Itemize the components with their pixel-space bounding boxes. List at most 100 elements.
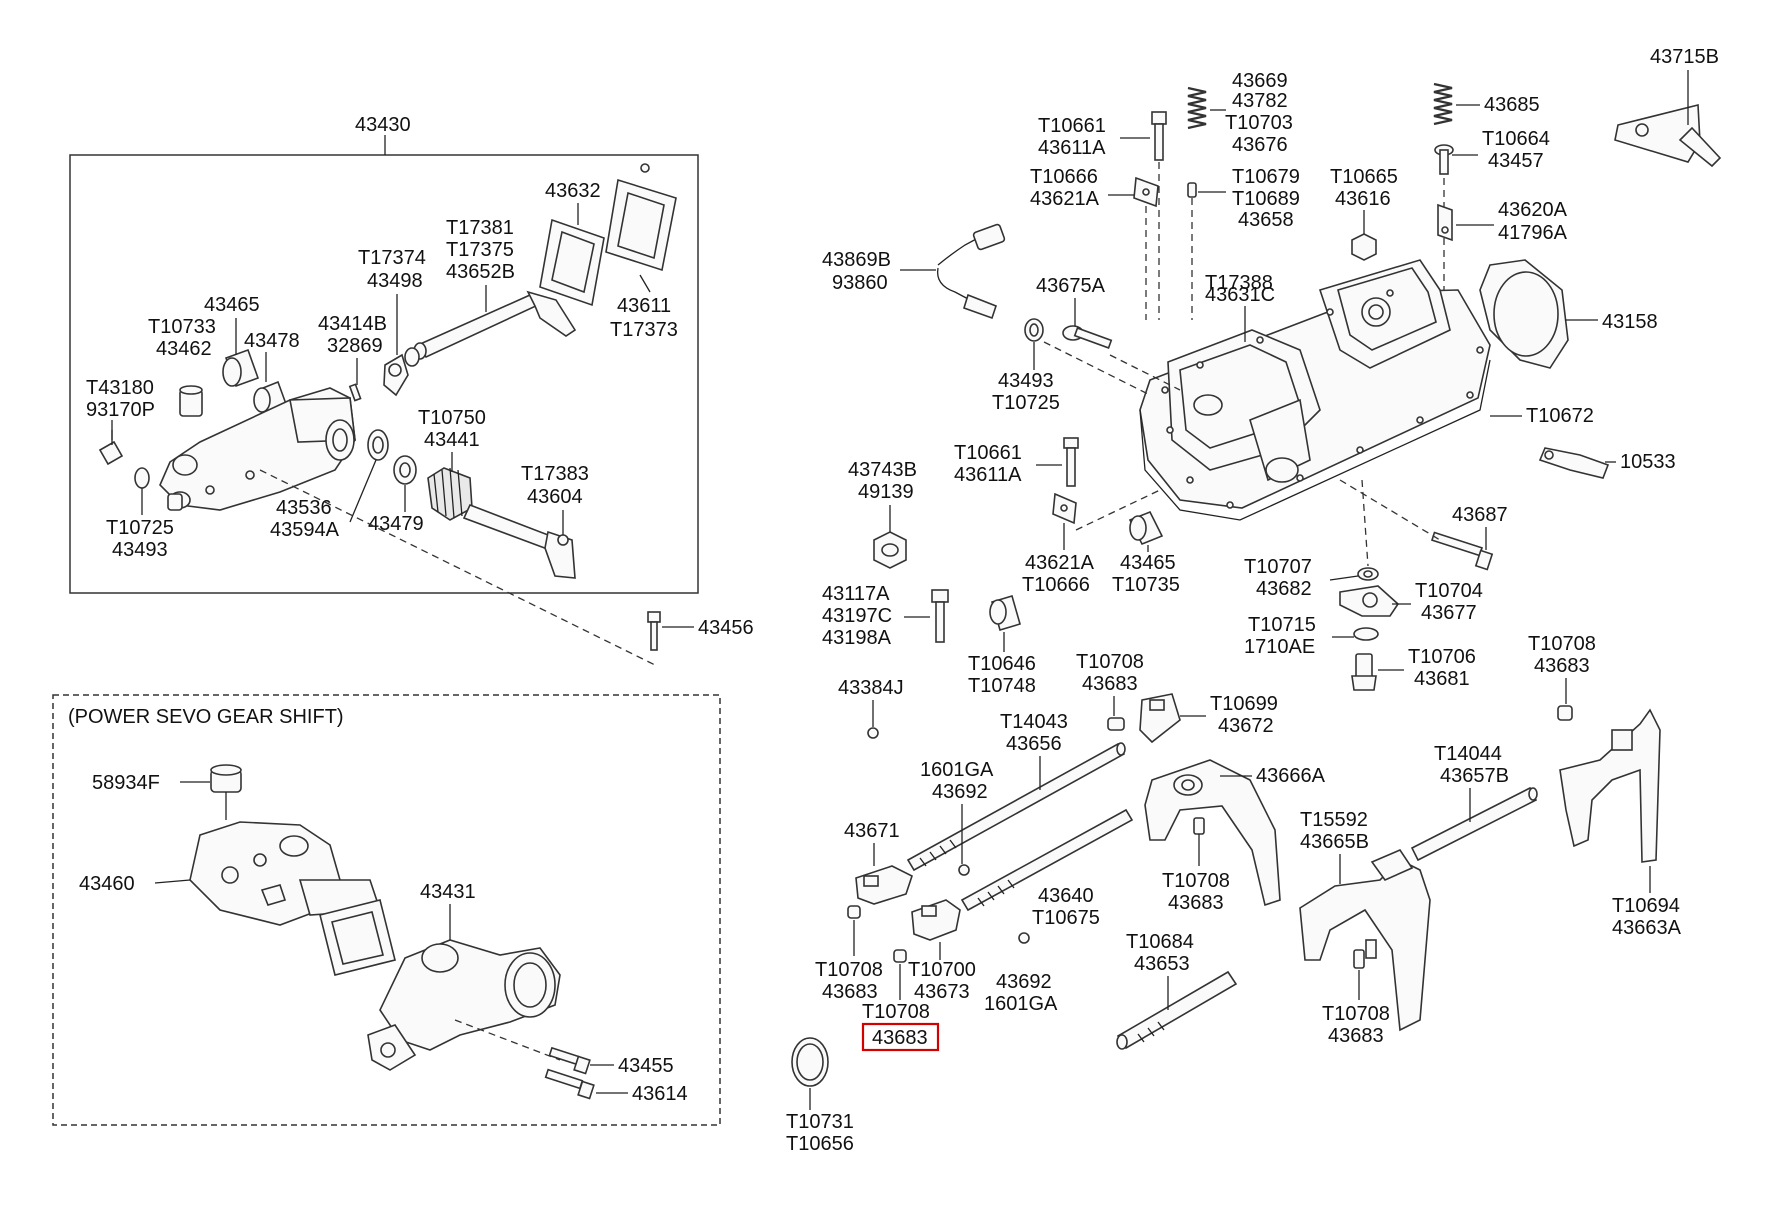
part-label-43683-d[interactable]: 43683 <box>1328 1025 1384 1047</box>
part-label-43594A[interactable]: 43594A <box>270 519 340 541</box>
block-43673[interactable] <box>911 899 961 941</box>
part-label-43197C[interactable]: 43197C <box>822 605 892 627</box>
part-label-43683-highlighted[interactable]: 43683 <box>872 1027 928 1049</box>
part-label-T14044[interactable]: T14044 <box>1434 743 1502 765</box>
spring-43676[interactable] <box>1187 86 1207 130</box>
part-label-43414B[interactable]: 43414B <box>318 313 387 335</box>
part-label-43631C[interactable]: 43631C <box>1205 284 1275 306</box>
fork-43665B[interactable] <box>1299 849 1431 1032</box>
seal-43594A[interactable] <box>367 429 389 461</box>
part-label-43715B[interactable]: 43715B <box>1650 46 1719 68</box>
part-label-T10733[interactable]: T10733 <box>148 316 216 338</box>
part-label-T10715[interactable]: T10715 <box>1248 614 1316 636</box>
part-label-T17383[interactable]: T17383 <box>521 463 589 485</box>
nut-43616[interactable] <box>1351 233 1377 261</box>
part-label-T10750[interactable]: T10750 <box>418 407 486 429</box>
bolt-43675A[interactable] <box>1062 325 1113 349</box>
part-label-T10708-d[interactable]: T10708 <box>1322 1003 1390 1025</box>
cover-43158[interactable] <box>1479 259 1569 369</box>
part-label-T17374[interactable]: T17374 <box>358 247 426 269</box>
bolt-43611A-second[interactable] <box>1063 437 1079 487</box>
part-label-43685[interactable]: 43685 <box>1484 94 1540 116</box>
part-label-43493[interactable]: 43493 <box>112 539 168 561</box>
bolt-43611A[interactable] <box>1151 111 1167 161</box>
part-label-43663A[interactable]: 43663A <box>1612 917 1682 939</box>
bolt-43455[interactable] <box>548 1046 591 1075</box>
part-label-43117A[interactable]: 43117A <box>822 583 890 605</box>
part-label-43672[interactable]: 43672 <box>1218 715 1274 737</box>
bushing-43465-right[interactable] <box>1128 510 1164 546</box>
switch-43681[interactable] <box>1351 653 1377 691</box>
fork-43666A[interactable] <box>1144 759 1281 907</box>
part-label-1601GA-a[interactable]: 1601GA <box>920 759 994 781</box>
part-label-43683-b[interactable]: 43683 <box>1082 673 1138 695</box>
plug-43683-c[interactable] <box>1193 817 1205 835</box>
part-label-43675A[interactable]: 43675A <box>1036 275 1106 297</box>
part-label-43743B[interactable]: 43743B <box>848 459 917 481</box>
plug-43683-d[interactable] <box>1353 949 1365 969</box>
part-label-43460[interactable]: 43460 <box>79 873 135 895</box>
part-label-43457[interactable]: 43457 <box>1488 150 1544 172</box>
block-43671[interactable] <box>855 865 913 905</box>
bolt-43614[interactable] <box>544 1068 595 1100</box>
part-label-T10703[interactable]: T10703 <box>1225 112 1293 134</box>
part-label-T14043[interactable]: T14043 <box>1000 711 1068 733</box>
ball-43692-b[interactable] <box>1018 932 1030 944</box>
part-label-T10694[interactable]: T10694 <box>1612 895 1680 917</box>
part-label-43465-right[interactable]: 43465 <box>1120 552 1176 574</box>
part-label-T10689[interactable]: T10689 <box>1232 188 1300 210</box>
bushing-T10748[interactable] <box>989 595 1021 631</box>
housing-43631C[interactable] <box>1139 259 1491 521</box>
lever-43604[interactable] <box>462 503 576 579</box>
ball-43384J[interactable] <box>867 727 879 739</box>
snap-ring-T10656[interactable] <box>791 1037 829 1087</box>
ball-43692-a[interactable] <box>958 864 970 876</box>
sensor-43869B[interactable] <box>936 223 1006 320</box>
housing-43536[interactable] <box>159 387 356 511</box>
part-label-43658[interactable]: 43658 <box>1238 209 1294 231</box>
part-label-T17375[interactable]: T17375 <box>446 239 514 261</box>
part-label-43455[interactable]: 43455 <box>618 1055 674 1077</box>
part-label-43677[interactable]: 43677 <box>1421 602 1477 624</box>
plate-43621A-second[interactable] <box>1052 492 1077 525</box>
knob-43498[interactable] <box>383 353 409 397</box>
part-label-41796A[interactable]: 41796A <box>1498 222 1568 244</box>
bolt-43197C[interactable] <box>931 589 949 643</box>
part-label-T10708-f[interactable]: T10708 <box>862 1001 930 1023</box>
part-label-T10666[interactable]: T10666 <box>1030 166 1098 188</box>
part-label-1710AE[interactable]: 1710AE <box>1244 636 1315 658</box>
shaft-43640[interactable] <box>960 808 1134 912</box>
part-label-43158[interactable]: 43158 <box>1602 311 1658 333</box>
pin-43414B[interactable] <box>348 383 362 402</box>
part-label-43665B[interactable]: 43665B <box>1300 831 1369 853</box>
part-label-T43180[interactable]: T43180 <box>86 377 154 399</box>
part-label-T10725-right[interactable]: T10725 <box>992 392 1060 414</box>
part-label-43620A[interactable]: 43620A <box>1498 199 1568 221</box>
part-label-43611A[interactable]: 43611A <box>1038 137 1106 159</box>
boot-43441[interactable] <box>427 467 473 521</box>
pin-43658[interactable] <box>1187 182 1197 198</box>
bolt-43457[interactable] <box>1434 144 1454 175</box>
part-label-43384J[interactable]: 43384J <box>838 677 904 699</box>
plug-43683-a[interactable] <box>1557 705 1573 721</box>
part-label-43682[interactable]: 43682 <box>1256 578 1312 600</box>
plate-10533[interactable] <box>1538 447 1610 479</box>
part-label-43616[interactable]: 43616 <box>1335 188 1391 210</box>
oring-43493[interactable] <box>134 467 150 489</box>
part-label-T10748[interactable]: T10748 <box>968 675 1036 697</box>
part-label-T10661[interactable]: T10661 <box>1038 115 1106 137</box>
part-label-43676[interactable]: 43676 <box>1232 134 1288 156</box>
part-label-43456[interactable]: 43456 <box>698 617 754 639</box>
part-label-T10708-c[interactable]: T10708 <box>1162 870 1230 892</box>
part-label-T10731[interactable]: T10731 <box>786 1111 854 1133</box>
part-label-T10665[interactable]: T10665 <box>1330 166 1398 188</box>
part-label-43632[interactable]: 43632 <box>545 180 601 202</box>
part-label-93860[interactable]: 93860 <box>832 272 888 294</box>
part-label-43621A[interactable]: 43621A <box>1030 188 1100 210</box>
washer-43479[interactable] <box>393 455 417 485</box>
part-label-43782[interactable]: 43782 <box>1232 90 1288 112</box>
part-label-T10666-second[interactable]: T10666 <box>1022 574 1090 596</box>
lever-43677[interactable] <box>1339 585 1400 617</box>
plate-43621A[interactable] <box>1133 176 1159 208</box>
part-label-43683-a[interactable]: 43683 <box>1534 655 1590 677</box>
